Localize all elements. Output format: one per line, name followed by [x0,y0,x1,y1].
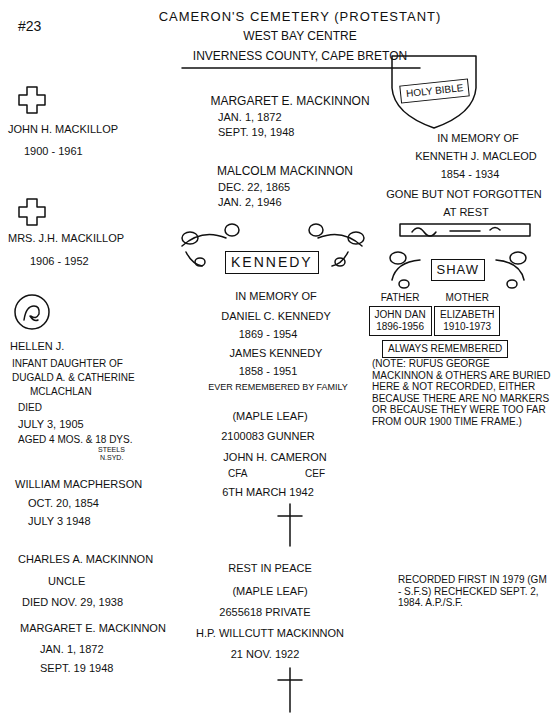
leaf [335,258,345,266]
handwritten-label: DIED NOV. 29, 1938 [22,596,123,609]
handwritten-label: 2655618 PRIVATE [219,606,310,619]
lamb-emblem [24,306,39,321]
cross-symbol [278,679,302,681]
handwritten-label: 6TH MARCH 1942 [222,486,314,499]
handwritten-label: SEPT. 19 1948 [40,662,113,675]
plaque-text: 1910-1973 [440,321,494,333]
flower [510,252,526,264]
plaque-text: ALWAYS REMEMBERED [388,343,502,355]
plaque-text: HOLY BIBLE [405,82,463,100]
handwritten-label: GONE BUT NOT FORGOTTEN [386,188,541,201]
handwritten-label: MARGARET E. MACKINNON [210,95,369,109]
handwritten-label: CHARLES A. MACKINNON [18,553,153,566]
plaque-box: ALWAYS REMEMBERED [382,340,508,358]
handwritten-label: 2100083 GUNNER [221,430,315,443]
flower [182,232,198,244]
handwritten-label: WILLIAM MACPHERSON [15,478,142,491]
flower [309,224,323,236]
leaf [507,280,517,288]
handwritten-label: CFA [228,468,247,480]
handwritten-label: 1854 - 1934 [441,168,500,181]
cross-symbol [278,515,302,517]
plaque-text: SHAW [437,262,480,278]
handwritten-label: AGED 4 MOS. & 18 DYS. [18,434,132,446]
handwritten-label: SEPT. 19, 1948 [218,126,294,139]
handwritten-label: JULY 3, 1905 [18,418,84,431]
handwritten-label: IN MEMORY OF [437,132,519,145]
handwritten-label: KENNETH J. MACLEOD [415,150,537,163]
flower-vine [182,234,362,246]
handwritten-label: JAN. 1, 1872 [40,643,104,656]
handwritten-label: HELLEN J. [10,340,64,353]
handwritten-label: DANIEL C. KENNEDY [221,310,331,323]
leaf [195,258,205,266]
plaque-text: KENNEDY [231,254,313,271]
plaque-heading: MOTHER [446,292,489,304]
handwritten-label: REST IN PEACE [228,562,312,575]
handwritten-label: JAN. 2, 1946 [218,196,282,209]
handwritten-label: MALCOLM MACKINNON [217,165,353,179]
flower [348,232,364,244]
handwritten-label: DIED [18,402,42,414]
cross-symbol [289,668,291,712]
flower-vine [392,260,524,280]
cross-symbol [19,199,45,225]
handwritten-label: IN MEMORY OF [235,290,317,303]
handwritten-label: MRS. J.H. MACKILLOP [8,232,124,245]
handwritten-label: INVERNESS COUNTY, CAPE BRETON [193,50,407,64]
plaque-box: HOLY BIBLE [399,78,470,103]
handwritten-label: DUGALD A. & CATHERINE [12,372,135,384]
plaque-text: JOHN DAN [375,309,426,321]
cross-symbol [289,504,291,546]
handwritten-label: 21 NOV. 1922 [231,648,300,661]
handwritten-label: N.SYD. [100,454,123,462]
handwritten-label: JOHN H. CAMERON [223,451,326,464]
handwritten-label: MCLACHLAN [30,386,92,398]
title-underline [182,67,420,69]
handwritten-label: 1858 - 1951 [239,365,298,378]
handwritten-label: AT REST [443,206,488,219]
plaque-box: SHAW [431,259,486,281]
handwritten-label: MARGARET E. MACKINNON [20,622,166,635]
flower [390,252,406,264]
handwritten-label: 1906 - 1952 [30,255,89,268]
handwritten-label: JAN. 1, 1872 [218,111,282,124]
plaque-text: 1896-1956 [375,321,426,333]
handwritten-label: WEST BAY CENTRE [243,30,356,44]
handwritten-label: INFANT DAUGHTER OF [12,358,123,370]
handwritten-label: JULY 3 1948 [28,515,91,528]
plaque-box: FATHERJOHN DAN1896-1956 [369,306,432,336]
plaque-outline [400,224,530,236]
handwritten-label: JAMES KENNEDY [230,347,323,360]
handwritten-label: (MAPLE LEAF) [232,585,307,598]
shield-outline [392,56,476,128]
handwritten-label: (NOTE: RUFUS GEORGE MACKINNON & OTHERS A… [372,358,552,427]
flower [225,224,239,236]
handwritten-label: JOHN H. MACKILLOP [8,123,118,136]
handwritten-label: UNCLE [48,575,85,588]
handwritten-label: 1869 - 1954 [239,328,298,341]
plaque-box: KENNEDY [225,251,319,274]
handwritten-label: OCT. 20, 1854 [28,497,99,510]
plaque-text: ELIZABETH [440,309,494,321]
cemetery-title: CAMERON'S CEMETERY (PROTESTANT) [159,10,442,25]
handwritten-label: (MAPLE LEAF) [232,410,307,423]
handwritten-label: DEC. 22, 1865 [218,181,290,194]
handwritten-label: 1900 - 1961 [24,145,83,158]
handwritten-label: EVER REMEMBERED BY FAMILY [208,382,348,392]
lamb-emblem [15,295,49,329]
handwritten-label: RECORDED FIRST IN 1979 (GM - S.F.S) RECH… [398,574,548,609]
scribble [412,228,500,237]
handwritten-label: STEELS [98,446,125,454]
plaque-heading: FATHER [381,292,420,304]
handwritten-label: #23 [18,18,41,34]
leaf [399,280,409,288]
cross-symbol [19,87,45,113]
handwritten-label: CEF [305,468,325,480]
handwritten-label: H.P. WILLCUTT MACKINNON [196,627,344,640]
plaque-box: MOTHERELIZABETH1910-1973 [434,306,500,336]
